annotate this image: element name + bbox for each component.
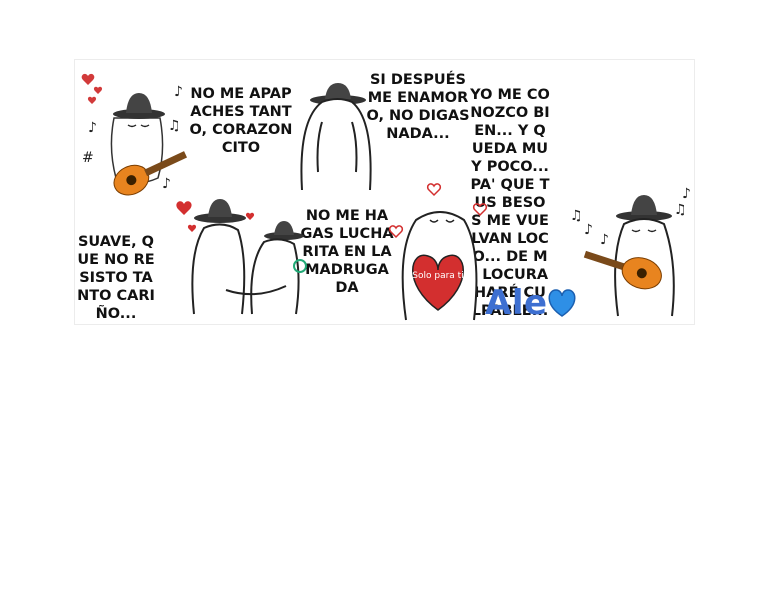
svg-text:♫: ♫ xyxy=(168,118,181,134)
mug-design-banner xyxy=(74,59,695,325)
heart-sign-flork-icon: Solo para ti xyxy=(388,183,488,321)
svg-text:♫: ♫ xyxy=(674,202,687,218)
flork-figure-icon xyxy=(300,83,372,191)
lyric-panel-1: SUAVE, QUE NO RESISTO TANTO CARIÑO... xyxy=(77,234,155,322)
lyric-panel-2: NO ME APAPACHES TANTO, CORAZONCITO xyxy=(189,86,293,156)
blue-heart-icon xyxy=(548,289,576,317)
svg-text:♫: ♫ xyxy=(570,208,583,224)
guitar-flork-icon: ♪ ♪ # ♫ ♪ xyxy=(81,73,188,196)
svg-text:♪: ♪ xyxy=(682,186,691,202)
lyric-panel-5: YO ME CONOZCO BIEN... Y QUEDA MUY POCO..… xyxy=(470,87,550,319)
svg-text:♪: ♪ xyxy=(174,84,183,100)
hugging-couple-icon xyxy=(176,199,307,315)
lyric-panel-4: SI DESPUÉS ME ENAMORO, NO DIGAS NADA... xyxy=(366,72,470,142)
svg-text:#: # xyxy=(82,150,94,166)
svg-text:♪: ♪ xyxy=(88,120,97,136)
heart-sign-text: Solo para ti xyxy=(412,271,463,281)
svg-text:♪: ♪ xyxy=(600,232,609,248)
guitar-flork-right-icon: ♪ ♫ ♫ ♪ ♪ xyxy=(570,186,691,317)
svg-text:♪: ♪ xyxy=(584,222,593,238)
svg-text:♪: ♪ xyxy=(162,176,171,192)
lyric-panel-3: NO ME HAGAS LUCHARITA EN LA MADRUGADA xyxy=(300,208,394,296)
personalized-name: Ale xyxy=(485,283,548,323)
